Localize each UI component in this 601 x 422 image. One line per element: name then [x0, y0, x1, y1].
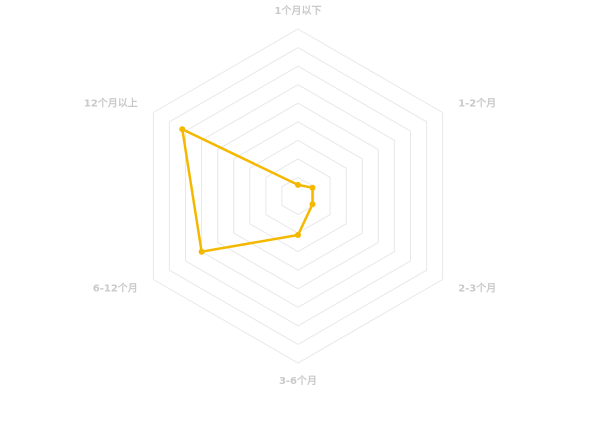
- grid-ring: [168, 47, 428, 345]
- axis-label-3: 3-6个月: [279, 374, 317, 387]
- axis-label-0: 1个月以下: [275, 4, 322, 17]
- data-point-2[interactable]: [309, 201, 316, 208]
- data-point-1[interactable]: [309, 184, 316, 191]
- axis-label-5: 12个月以上: [84, 97, 138, 110]
- grid-ring: [233, 121, 363, 271]
- axis-label-1: 1-2个月: [458, 97, 496, 110]
- data-point-3[interactable]: [295, 232, 301, 238]
- grid-ring: [249, 139, 347, 253]
- grid-ring: [265, 158, 331, 234]
- radar-axis-labels: 1个月以下 1-2个月 2-3个月 3-6个月 6-12个月 12个月以上: [84, 4, 496, 387]
- radar-series: [179, 126, 316, 255]
- radar-grid: [152, 28, 444, 364]
- data-point-0[interactable]: [295, 181, 301, 188]
- grid-ring: [152, 28, 444, 364]
- grid-ring: [201, 84, 395, 308]
- grid-ring: [217, 102, 379, 290]
- grid-ring: [185, 65, 411, 327]
- axis-label-4: 6-12个月: [93, 282, 138, 295]
- data-point-4[interactable]: [198, 248, 205, 255]
- data-point-5[interactable]: [179, 126, 186, 133]
- axis-label-2: 2-3个月: [458, 282, 496, 295]
